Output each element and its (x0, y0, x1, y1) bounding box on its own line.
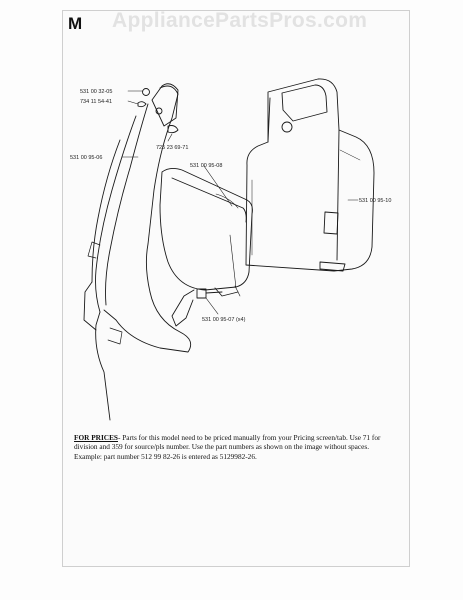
hip-pad (159, 167, 253, 297)
leader-lines (121, 90, 359, 315)
pricing-note-heading: FOR PRICES (74, 433, 118, 442)
shoulder-harness (83, 85, 192, 421)
section-letter: M (68, 14, 83, 33)
pricing-note-body: - Parts for this model need to be priced… (74, 433, 381, 461)
watermark: AppliancePartsPros.com (112, 9, 368, 32)
callout-531-00-95-07: 531 00 95-07 (x4) (202, 317, 246, 323)
pricing-note: FOR PRICES- Parts for this model need to… (74, 433, 394, 461)
callout-531-00-32-05: 531 00 32-05 (80, 89, 112, 95)
harness-buckle (137, 83, 179, 134)
callout-531-00-95-10: 531 00 95-10 (359, 198, 391, 204)
callout-531-00-95-08: 531 00 95-08 (190, 163, 222, 169)
callout-725-23-69-71: 725 23 69-71 (156, 145, 188, 151)
callout-531-00-95-06: 531 00 95-06 (70, 155, 102, 161)
callout-734-11-54-41: 734 11 54-41 (80, 99, 112, 105)
back-plate (245, 78, 375, 272)
